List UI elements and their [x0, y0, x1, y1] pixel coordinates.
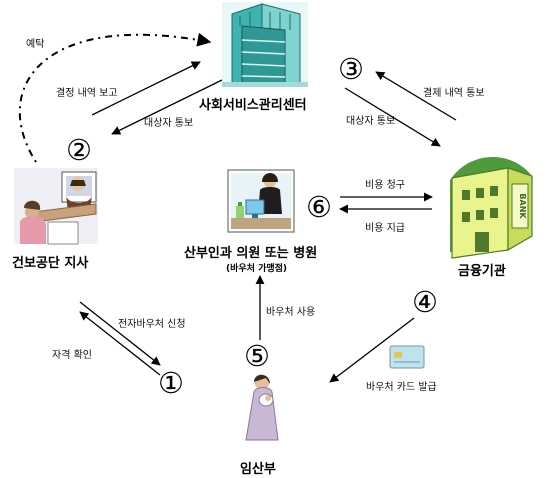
deposit-arrow: [18, 32, 212, 163]
report-arrow: [91, 61, 201, 116]
notice-branch-arrow: [111, 79, 223, 135]
step-4-number: ④: [412, 285, 438, 319]
card-issue-arrow: [329, 317, 415, 383]
clinic-icon: [227, 169, 295, 233]
payment-notice-label: 결제 내역 통보: [423, 88, 485, 99]
step-3-number: ③: [338, 52, 364, 86]
bank-icon: [450, 156, 533, 259]
mother-icon: [245, 374, 279, 441]
voucher-use-label: 바우처 사용: [266, 307, 316, 318]
payment-notice-arrow: [375, 71, 457, 121]
card-issue-label: 바우처 카드 발급: [366, 382, 437, 393]
notice-bank-arrow: [344, 87, 441, 147]
branch-title: 건보공단 지사: [12, 256, 89, 271]
eligibility-arrow: [79, 311, 161, 376]
service-center-title: 사회서비스관리센터: [199, 98, 307, 113]
eligibility-check-label: 자격 확인: [52, 350, 92, 361]
mother-title: 임산부: [240, 462, 276, 477]
target-notice-branch-label: 대상자 통보: [144, 118, 194, 129]
deposit-label: 예탁: [26, 39, 45, 50]
cost-claim-label: 비용 청구: [365, 180, 405, 191]
hospital-title: 산부인과 의원 또는 병원: [184, 246, 318, 261]
cost-payment-label: 비용 지급: [365, 223, 405, 234]
voucher-card-icon: [389, 345, 425, 369]
voucher-apply-label: 전자바우처 신청: [118, 319, 186, 330]
target-notice-bank-label: 대상자 통보: [346, 116, 396, 127]
bank-sign-text: BANK: [518, 193, 527, 219]
branch-office-icon: [14, 168, 98, 245]
step-6-number: ⑥: [306, 190, 332, 224]
service-center-icon: [222, 2, 308, 87]
step-1-number: ①: [158, 366, 184, 400]
step-5-number: ⑤: [244, 339, 270, 373]
apply-arrow: [79, 301, 161, 366]
step-2-number: ②: [66, 133, 92, 167]
hospital-subtitle: (바우처 가맹점): [226, 264, 288, 274]
bank-title: 금융기관: [458, 264, 506, 279]
approval-report-label: 결정 내역 보고: [56, 88, 118, 99]
